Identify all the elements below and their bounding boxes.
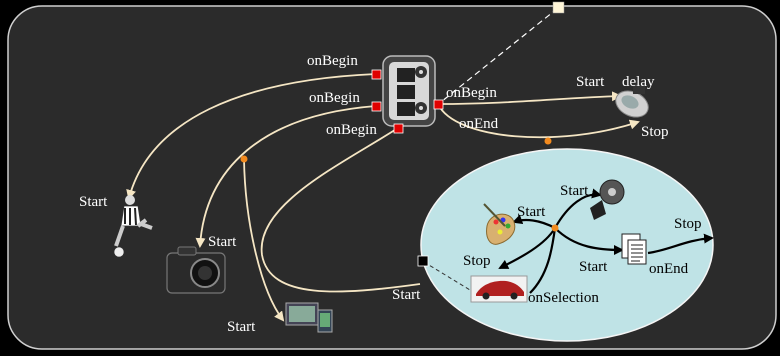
label-audio-start: Start	[576, 74, 605, 90]
label-audio-stop: Stop	[641, 124, 669, 140]
soccer-player-icon[interactable]	[113, 195, 153, 258]
label-onbegin-right: onBegin	[446, 85, 497, 101]
label-onbegin-top: onBegin	[307, 53, 358, 69]
top-anchor-square	[552, 1, 565, 14]
dashed-link	[435, 7, 559, 107]
paint-palette-icon[interactable]	[483, 203, 516, 245]
audio-player-icon[interactable]	[612, 84, 653, 122]
sports-car-icon[interactable]	[470, 275, 528, 303]
camera-icon[interactable]	[166, 246, 226, 294]
inner-connectors	[498, 188, 714, 294]
label-onend-right: onEnd	[459, 116, 499, 132]
edge-car-junction	[529, 227, 557, 294]
disc-icon[interactable]	[590, 179, 625, 220]
label-exit-stop: Stop	[674, 216, 702, 232]
edge-inner-stop	[498, 227, 556, 269]
junction-dot	[544, 137, 552, 145]
label-camera-start: Start	[208, 234, 237, 250]
port-onbegin-right[interactable]	[433, 99, 444, 110]
label-audio-delay: delay	[622, 74, 655, 90]
edge-junction-tv	[243, 158, 285, 322]
junction-dot	[240, 155, 248, 163]
label-car-onselection: onSelection	[528, 290, 599, 306]
label-doc-start: Start	[579, 259, 608, 275]
edge-inner-stop-exit	[647, 233, 714, 255]
edge-inner-palette	[512, 214, 556, 229]
label-palette-stop: Stop	[463, 253, 491, 269]
label-tv-start: Start	[227, 319, 256, 335]
edge-onbegin-soccer	[126, 73, 377, 200]
edge-inner-disc	[554, 188, 602, 229]
tv-pair-icon[interactable]	[285, 302, 333, 333]
car-dashed-link	[423, 261, 471, 291]
port-onbegin-bottom[interactable]	[393, 123, 404, 134]
edge-onbegin-car	[260, 127, 421, 293]
port-car-start[interactable]	[417, 255, 429, 267]
label-onbegin-bottom: onBegin	[326, 122, 377, 138]
edge-onend-audio	[437, 103, 640, 139]
junction-dot	[551, 224, 559, 232]
label-disc-start: Start	[560, 183, 589, 199]
edge-onbegin-audio	[437, 91, 622, 105]
edge-onbegin-camera	[195, 105, 377, 248]
label-doc-onend: onEnd	[649, 261, 689, 277]
label-onbegin-mid: onBegin	[309, 90, 360, 106]
film-reel-icon[interactable]	[382, 55, 436, 127]
outer-connectors	[126, 73, 640, 322]
label-soccer-start: Start	[79, 194, 108, 210]
sub-scenario-ellipse	[420, 148, 714, 342]
edge-inner-doc	[554, 227, 624, 255]
label-car-start: Start	[392, 287, 421, 303]
port-onbegin-top[interactable]	[371, 69, 382, 80]
label-palette-start: Start	[517, 204, 546, 220]
document-icon[interactable]	[621, 233, 647, 265]
port-onbegin-mid[interactable]	[371, 101, 382, 112]
